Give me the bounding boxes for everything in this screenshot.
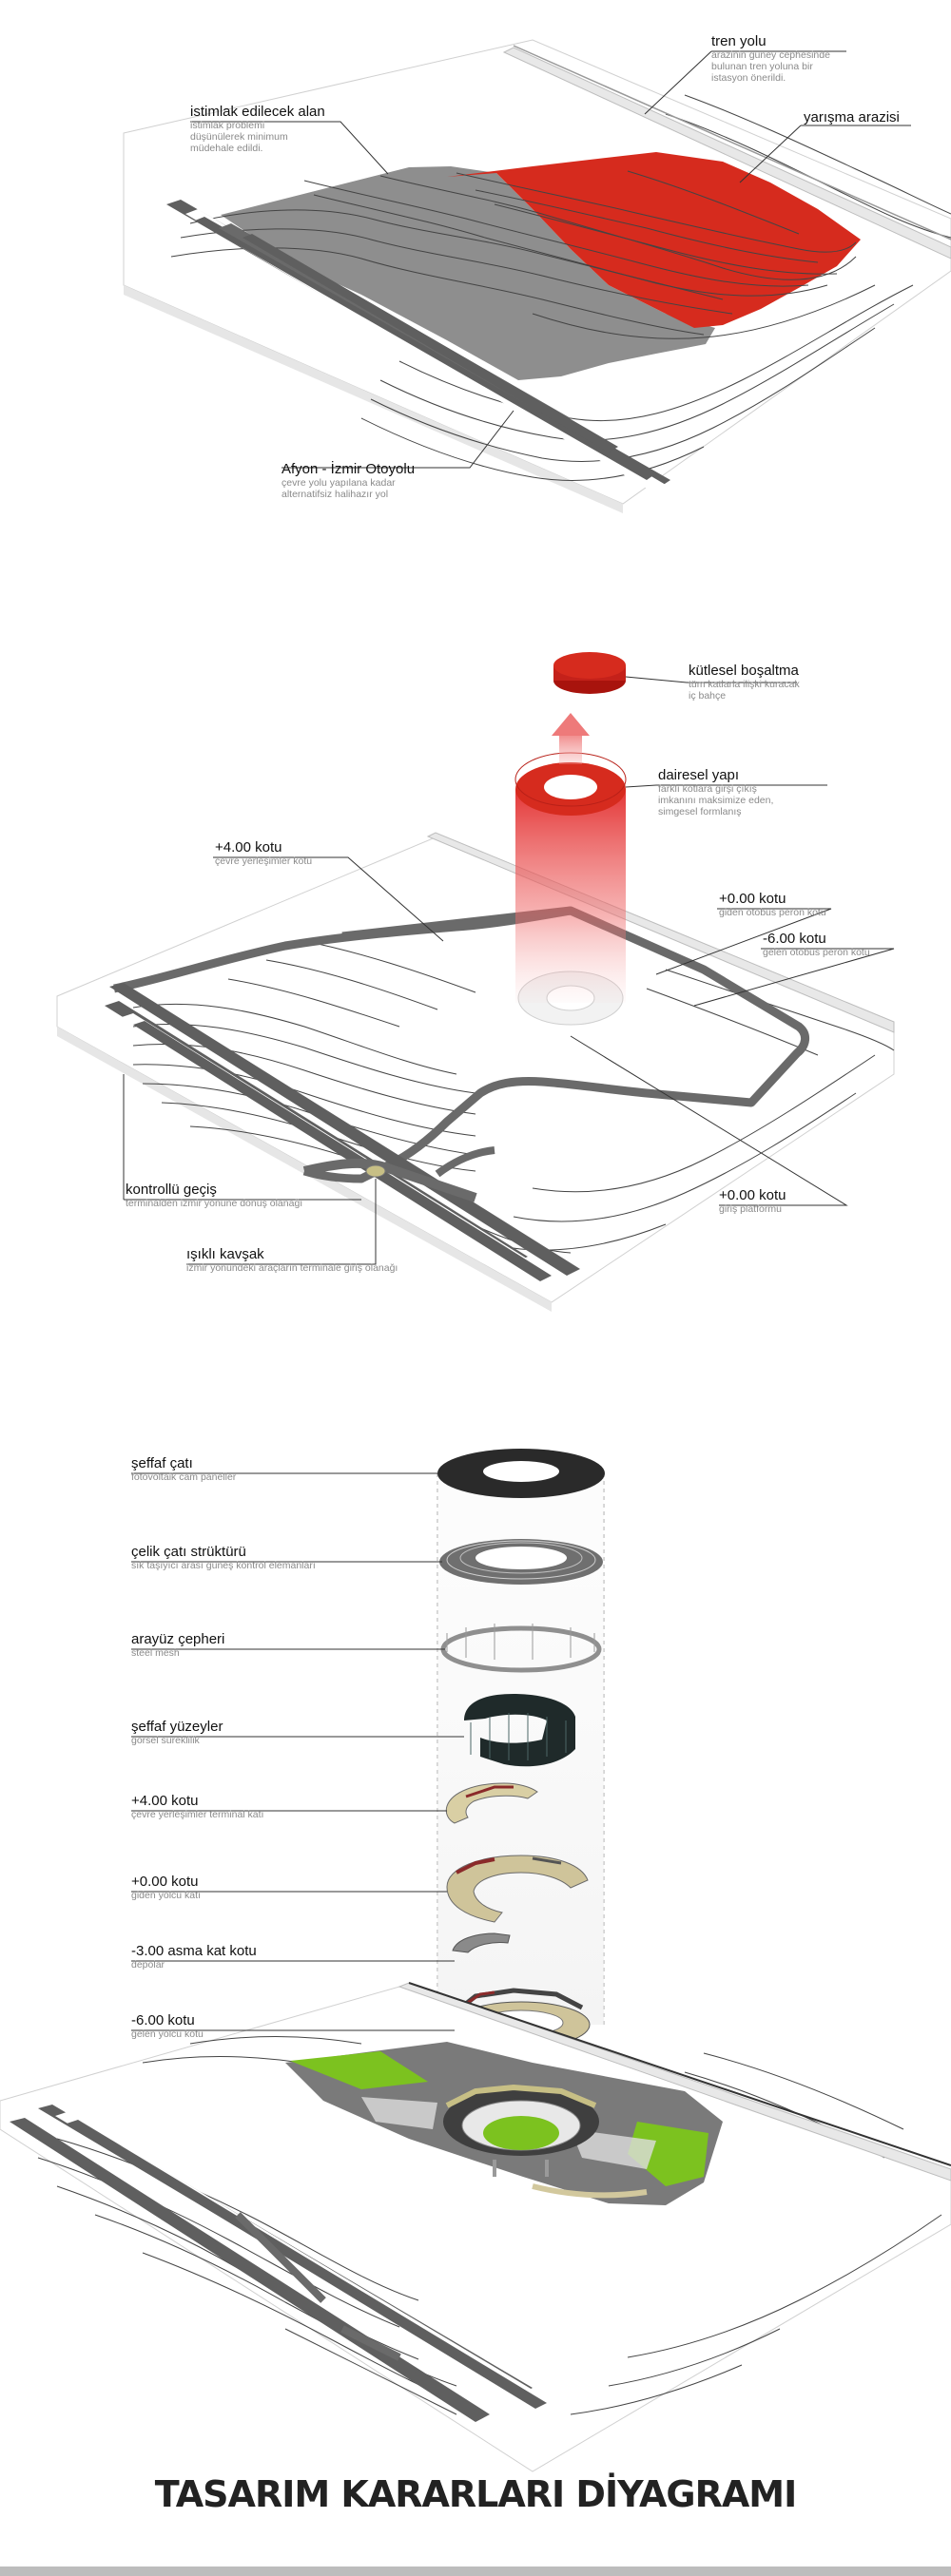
label-sub: istimlak problemi düşünülerek minimum mü…	[190, 120, 288, 154]
label-title: -6.00 kotu	[131, 2012, 195, 2028]
site-plan-2	[56, 652, 895, 1312]
layer-transparent-roof	[437, 1449, 605, 1498]
label-sub: giden yolcu katı	[131, 1890, 201, 1901]
label-otoyol: Afyon - İzmir Otoyolu çevre yolu yapılan…	[281, 461, 416, 501]
label-sub: fotovoltaik cam paneller	[131, 1471, 237, 1483]
label-title: tren yolu	[711, 33, 767, 49]
label-title: -3.00 asma kat kotu	[131, 1943, 257, 1959]
contour-lines-1	[170, 94, 951, 481]
label-title: şeffaf yüzeyler	[131, 1719, 223, 1735]
label-sub: izmir yönündeki araçların terminale giri…	[186, 1262, 398, 1274]
label-title: +4.00 kotu	[131, 1793, 199, 1809]
label-sub: gelen otobüs peron kotu	[763, 947, 870, 958]
terrain-slab-1-side	[124, 285, 623, 513]
label-sub: sık taşıyıcı arası güneş kontrol elemanl…	[131, 1560, 316, 1571]
label-title: +0.00 kotu	[719, 891, 786, 907]
label-title: +0.00 kotu	[131, 1874, 199, 1890]
highway-2	[105, 983, 580, 1281]
label-seffaf-yuzeyler: şeffaf yüzeyler görsel süreklilik	[131, 1719, 223, 1747]
label-sub: farklı kotlara girşi çıkış imkanını maks…	[658, 783, 774, 817]
competition-site	[447, 152, 861, 328]
label-title: +0.00 kotu	[719, 1187, 786, 1203]
leaders-2	[123, 676, 895, 1265]
bottom-divider	[0, 2566, 951, 2576]
label-celik-cati: çelik çatı strüktürü sık taşıyıcı arası …	[131, 1544, 316, 1572]
label-yarisma-arazisi: yarışma arazisi	[804, 110, 900, 125]
courtyard-void-disc	[553, 652, 626, 694]
label-title: çelik çatı strüktürü	[131, 1544, 246, 1560]
label-sub: giden otobüs peron kotu	[719, 907, 826, 918]
label-title: şeffaf çatı	[131, 1455, 193, 1471]
page-title: TASARIM KARARLARI DİYAGRAMI	[154, 2473, 797, 2515]
label-minus6-gelen: -6.00 kotu gelen otobüs peron kotu	[763, 931, 870, 959]
label-title: istimlak edilecek alan	[190, 104, 325, 120]
label-title: dairesel yapı	[658, 767, 740, 783]
label-plus0-giden-yolcu: +0.00 kotu giden yolcu katı	[131, 1874, 201, 1902]
label-sub: görsel süreklilik	[131, 1735, 200, 1746]
layer-minus3-mezzanine	[452, 1932, 511, 1953]
label-istimlak: istimlak edilecek alan istimlak problemi…	[190, 104, 325, 155]
label-sub: çevre yolu yapılana kadar alternatifsiz …	[281, 477, 396, 500]
label-seffaf-cati: şeffaf çatı fotovoltaik cam paneller	[131, 1455, 237, 1484]
label-sub: arazinin güney cephesinde bulunan tren y…	[711, 49, 830, 84]
label-title: Afyon - İzmir Otoyolu	[281, 461, 416, 477]
label-title: -6.00 kotu	[763, 931, 826, 947]
label-plus4-terminal: +4.00 kotu çevre yerleşimler terminal ka…	[131, 1793, 264, 1821]
contour-lines-3	[37, 2036, 942, 2415]
label-sub: depolar	[131, 1959, 165, 1970]
void-arrow	[552, 713, 590, 764]
label-kutlesel-bosaltma: kütlesel boşaltma tüm katlarla ilişki ku…	[689, 663, 800, 702]
label-sub: tüm katlarla ilişki kuracak iç bahçe	[689, 679, 800, 702]
layer-steel-roof	[439, 1539, 603, 1585]
label-isikli-kavsak: ışıklı kavşak izmir yönündeki araçların …	[186, 1246, 398, 1275]
label-sub: terminalden izmir yönüne dönüş olanağı	[126, 1198, 303, 1209]
railway-1	[502, 45, 951, 260]
highway-1	[166, 200, 670, 492]
leaders-3	[131, 1472, 464, 2031]
label-sub: çevre yerleşimler kotu	[215, 855, 313, 867]
label-sub: giriş platformu	[719, 1203, 782, 1215]
layer-plus0-level	[446, 1855, 589, 1923]
label-dairesel-yapi: dairesel yapı farklı kotlara girşi çıkış…	[658, 767, 774, 818]
label-title: arayüz çepheri	[131, 1631, 225, 1647]
label-plus0-giden: +0.00 kotu giden otobüs peron kotu	[719, 891, 826, 919]
label-kontrollu-gecis: kontrollü geçiş terminalden izmir yönüne…	[126, 1182, 303, 1210]
label-title: kütlesel boşaltma	[689, 663, 799, 679]
layer-plus4-level	[445, 1782, 538, 1824]
label-plus4-kotu: +4.00 kotu çevre yerleşimler kotu	[215, 839, 313, 868]
label-title: ışıklı kavşak	[186, 1246, 264, 1262]
label-title: +4.00 kotu	[215, 839, 282, 855]
label-minus6-gelen-yolcu: -6.00 kotu gelen yolcu kotu	[131, 2012, 204, 2041]
layer-glass-surfaces	[464, 1694, 575, 1767]
label-sub: gelen yolcu kotu	[131, 2028, 204, 2040]
label-arayuz-cepheri: arayüz çepheri steel mesh	[131, 1631, 225, 1660]
highway-3	[10, 2105, 547, 2422]
circular-building-mass	[514, 752, 627, 1003]
site-plan-1	[123, 39, 951, 513]
label-plus0-giris: +0.00 kotu giriş platformu	[719, 1187, 786, 1216]
label-sub: steel mesh	[131, 1647, 180, 1659]
label-asma-kat: -3.00 asma kat kotu depolar	[131, 1943, 257, 1971]
label-title: kontrollü geçiş	[126, 1182, 217, 1198]
label-sub: çevre yerleşimler terminal katı	[131, 1809, 264, 1820]
expropriation-zone	[221, 166, 715, 380]
terminal-site	[285, 2042, 723, 2205]
site-access-road	[113, 906, 809, 1183]
railway-3	[398, 1982, 951, 2182]
exploded-axonometric	[0, 1449, 951, 2472]
label-tren-yolu: tren yolu arazinin güney cephesinde bulu…	[711, 33, 830, 85]
leaders-1	[190, 50, 911, 469]
label-title: yarışma arazisi	[804, 109, 900, 125]
